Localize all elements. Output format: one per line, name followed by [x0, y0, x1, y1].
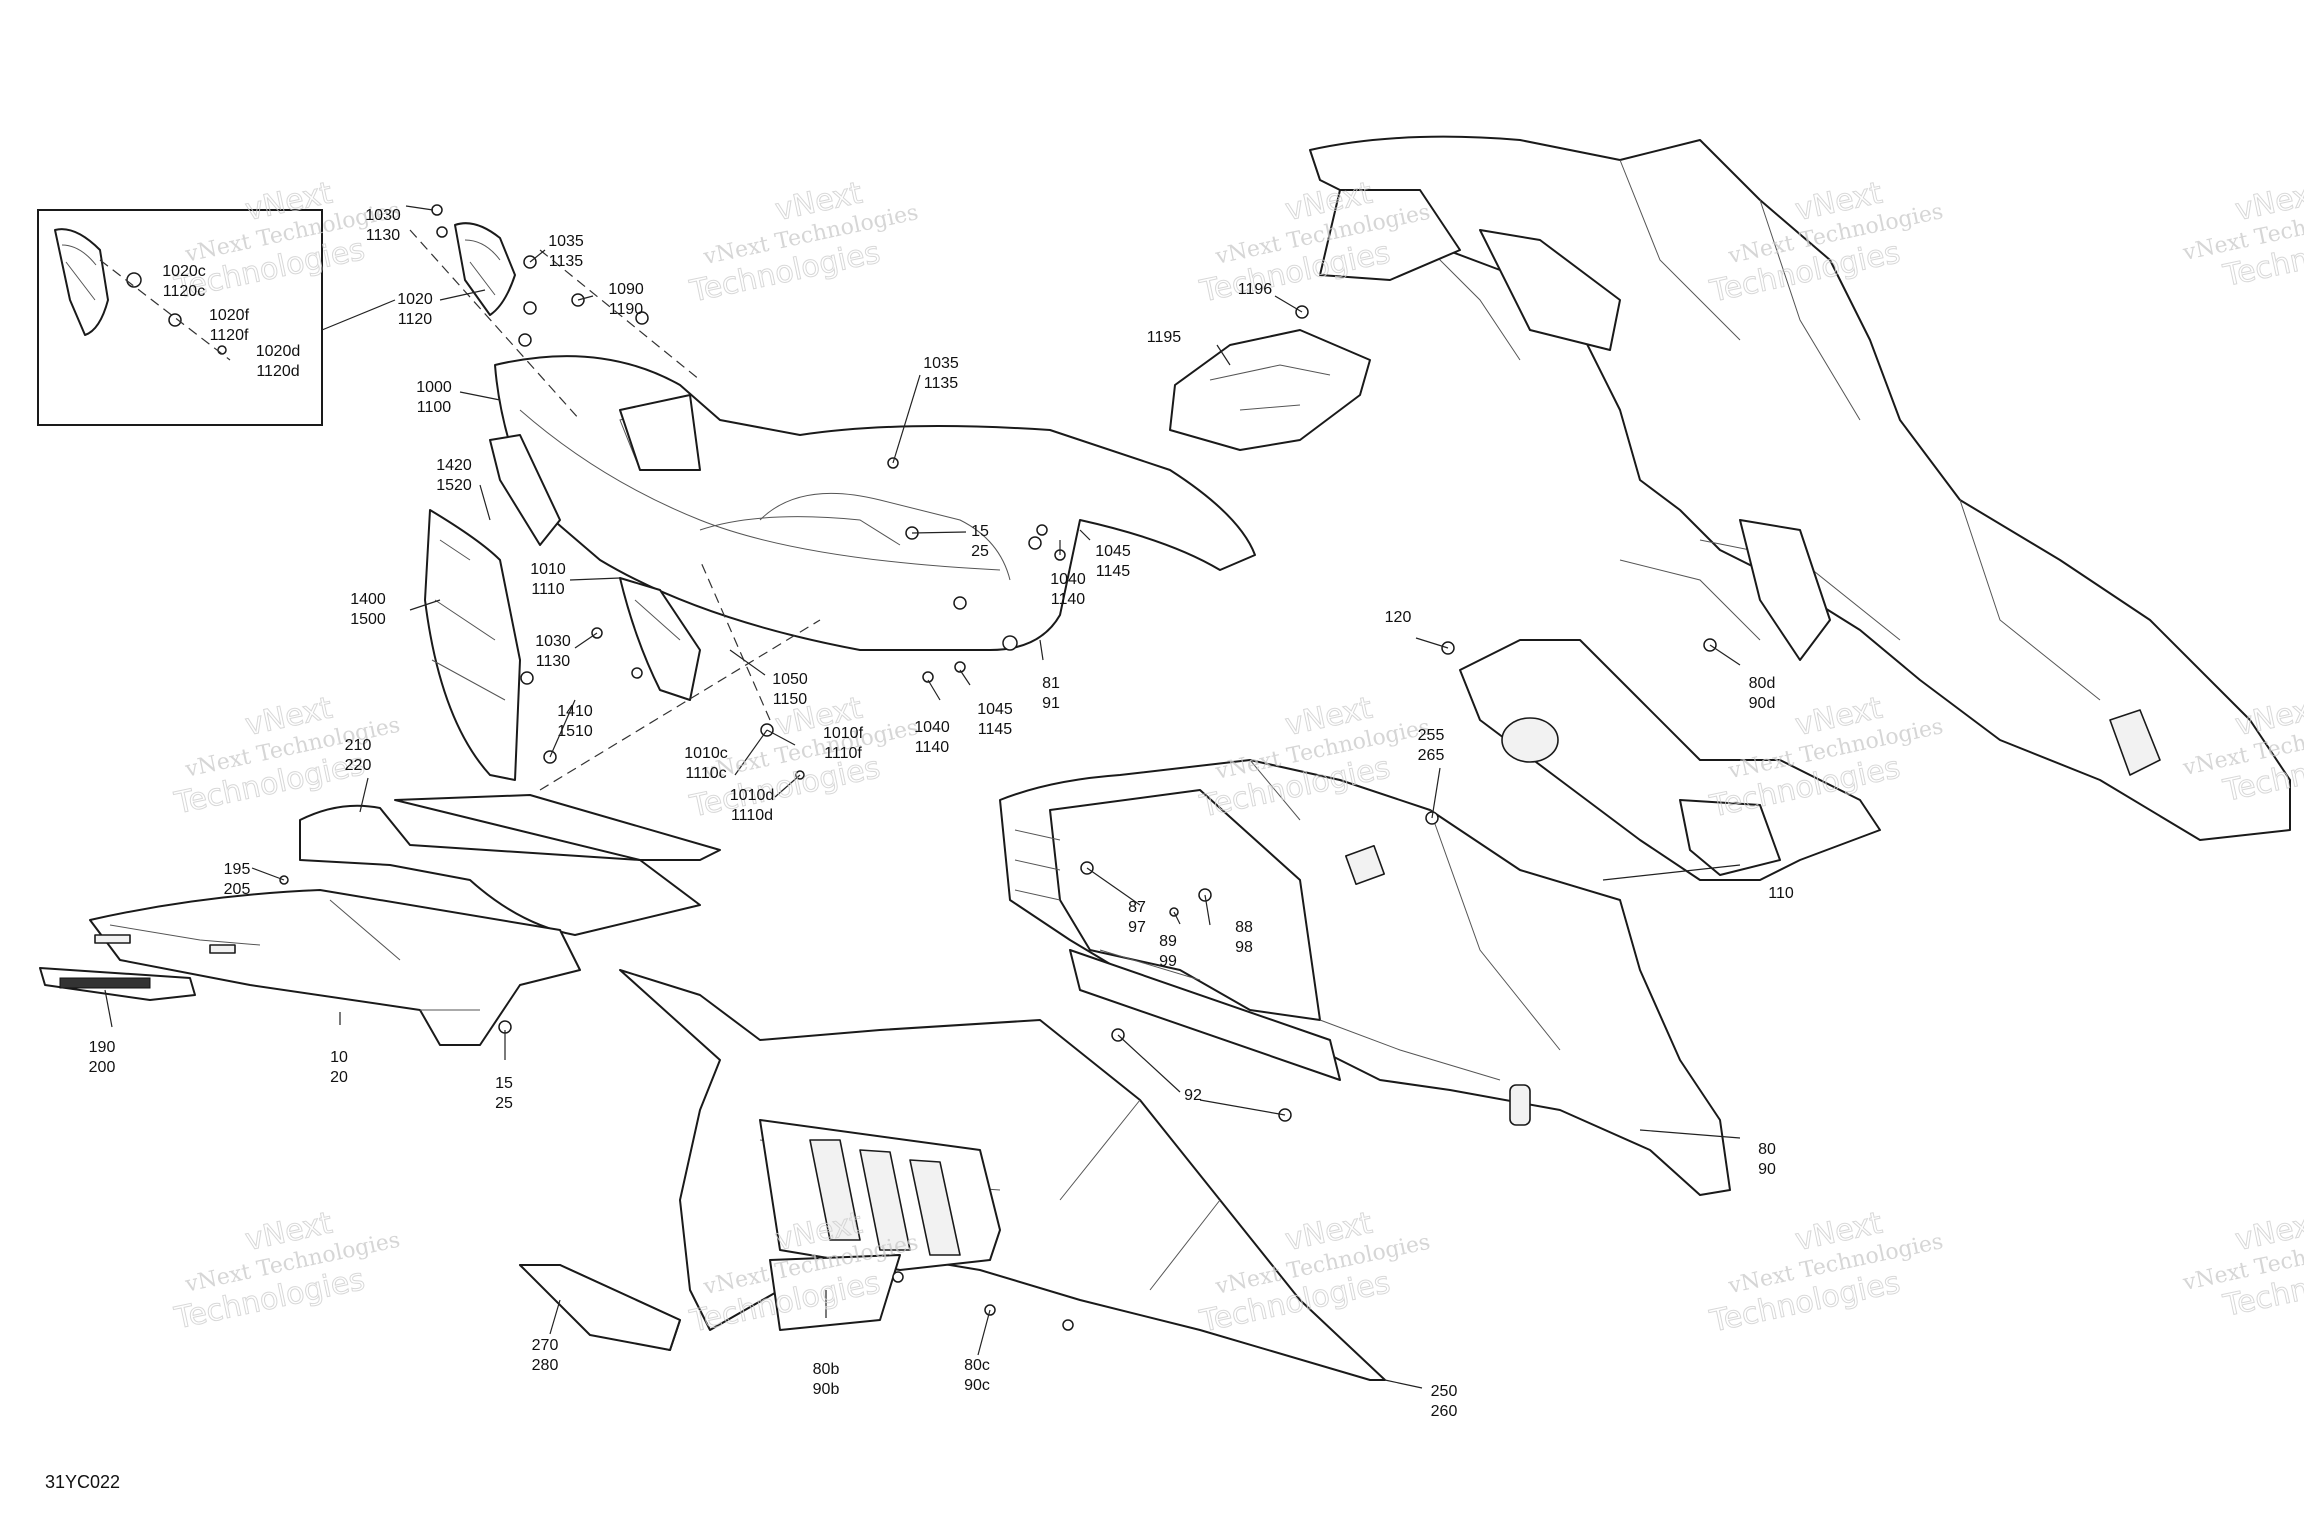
bracket-1195: [1169, 329, 1371, 451]
fastener-markers: [279, 204, 1717, 1331]
diagram-reference-code: 31YC022: [45, 1472, 120, 1492]
mid-right-panel: [1459, 639, 1881, 881]
side-vent-piece: [489, 434, 561, 546]
upper-side-panel: [494, 355, 1256, 651]
lower-left-side-panel: [39, 794, 721, 1046]
callout-label: 1196: [1238, 281, 1273, 298]
callout-label: 92: [1184, 1087, 1202, 1104]
inset-detail-box: [37, 209, 396, 426]
callout-label: 120: [1385, 609, 1412, 626]
upper-right-frame: [1309, 135, 2291, 841]
front-lower-fairing: [519, 969, 1386, 1381]
mirror-housing-part: [454, 222, 516, 316]
side-fairing-panel: [424, 509, 521, 781]
center-body-panel: [999, 759, 1731, 1196]
bottom-shroud-piece: [519, 1264, 681, 1351]
clip-bracket: [619, 577, 701, 701]
leader-lines: [104, 205, 1741, 1389]
callout-label: 1195: [1147, 329, 1182, 346]
callout-label: 110: [1768, 885, 1794, 902]
assembly-alignment-lines: [409, 229, 821, 791]
